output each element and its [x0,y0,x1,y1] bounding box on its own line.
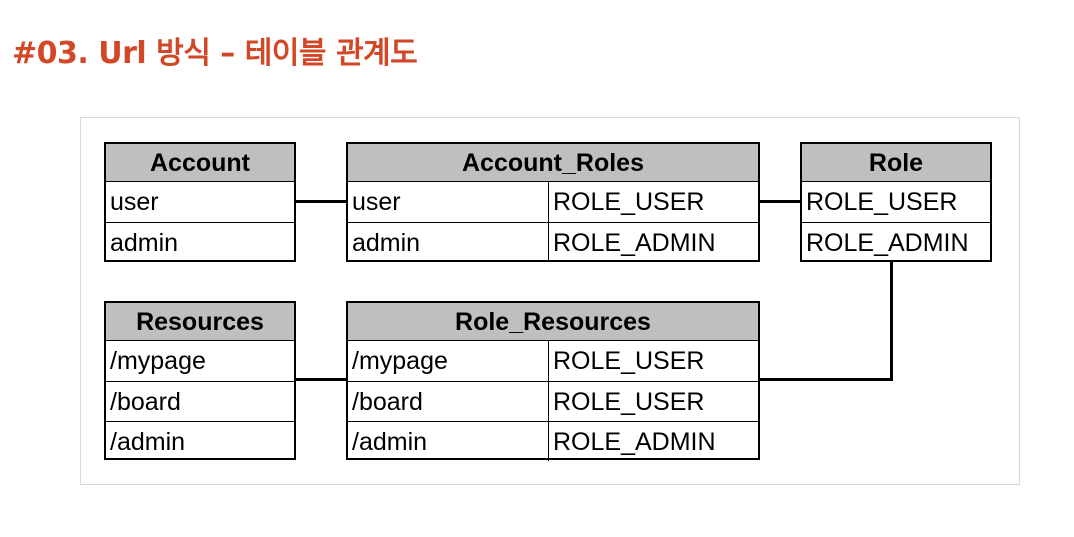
connector-resources-to-role-resources [296,378,348,381]
table-row: admin ROLE_ADMIN [348,222,758,262]
role-resources-table: Role_Resources /mypage ROLE_USER /board … [346,301,760,461]
connector-account-roles-to-role [760,200,802,203]
role-table-header: Role [802,144,990,182]
table-row: ROLE_ADMIN [802,222,990,262]
table-row: /mypage ROLE_USER [348,341,758,381]
table-row: user ROLE_USER [348,182,758,222]
resources-table: Resources /mypage /board /admin [104,301,296,460]
diagram-panel: Account user admin Account_Roles user RO… [80,117,1020,485]
role-cell: ROLE_ADMIN [553,229,716,257]
role-cell: ROLE_USER [553,388,705,416]
role-cell: ROLE_USER [553,188,705,216]
role-table: Role ROLE_USER ROLE_ADMIN [800,142,992,262]
account-roles-table-header: Account_Roles [348,144,758,182]
role-cell: ROLE_ADMIN [553,428,716,456]
account-cell: admin [110,229,179,257]
table-row: ROLE_USER [802,182,990,222]
resource-cell: /mypage [110,347,206,375]
table-row: /board ROLE_USER [348,381,758,421]
role-cell: ROLE_USER [806,188,958,216]
account-cell: user [110,188,159,216]
connector-role-resources-to-role-horizontal [760,378,893,381]
connector-role-resources-to-role-vertical [890,261,893,381]
table-row: admin [106,222,294,262]
table-row: /board [106,381,294,421]
connector-account-to-account-roles [296,200,348,203]
resource-cell: /board [348,382,549,421]
resource-cell: /board [110,388,181,416]
account-table: Account user admin [104,142,296,262]
account-cell: user [348,182,549,222]
resource-cell: /mypage [348,341,549,381]
role-cell: ROLE_USER [553,347,705,375]
account-roles-table: Account_Roles user ROLE_USER admin ROLE_… [346,142,760,262]
role-cell: ROLE_ADMIN [806,229,969,257]
resource-cell: /admin [110,428,186,456]
table-row: /admin ROLE_ADMIN [348,421,758,461]
table-row: /admin [106,421,294,461]
role-resources-table-header: Role_Resources [348,303,758,341]
resources-table-header: Resources [106,303,294,341]
resource-cell: /admin [348,422,549,461]
account-cell: admin [348,223,549,262]
table-row: user [106,182,294,222]
slide-title: #03. Url 방식 – 테이블 관계도 [12,36,418,71]
account-table-header: Account [106,144,294,182]
table-row: /mypage [106,341,294,381]
